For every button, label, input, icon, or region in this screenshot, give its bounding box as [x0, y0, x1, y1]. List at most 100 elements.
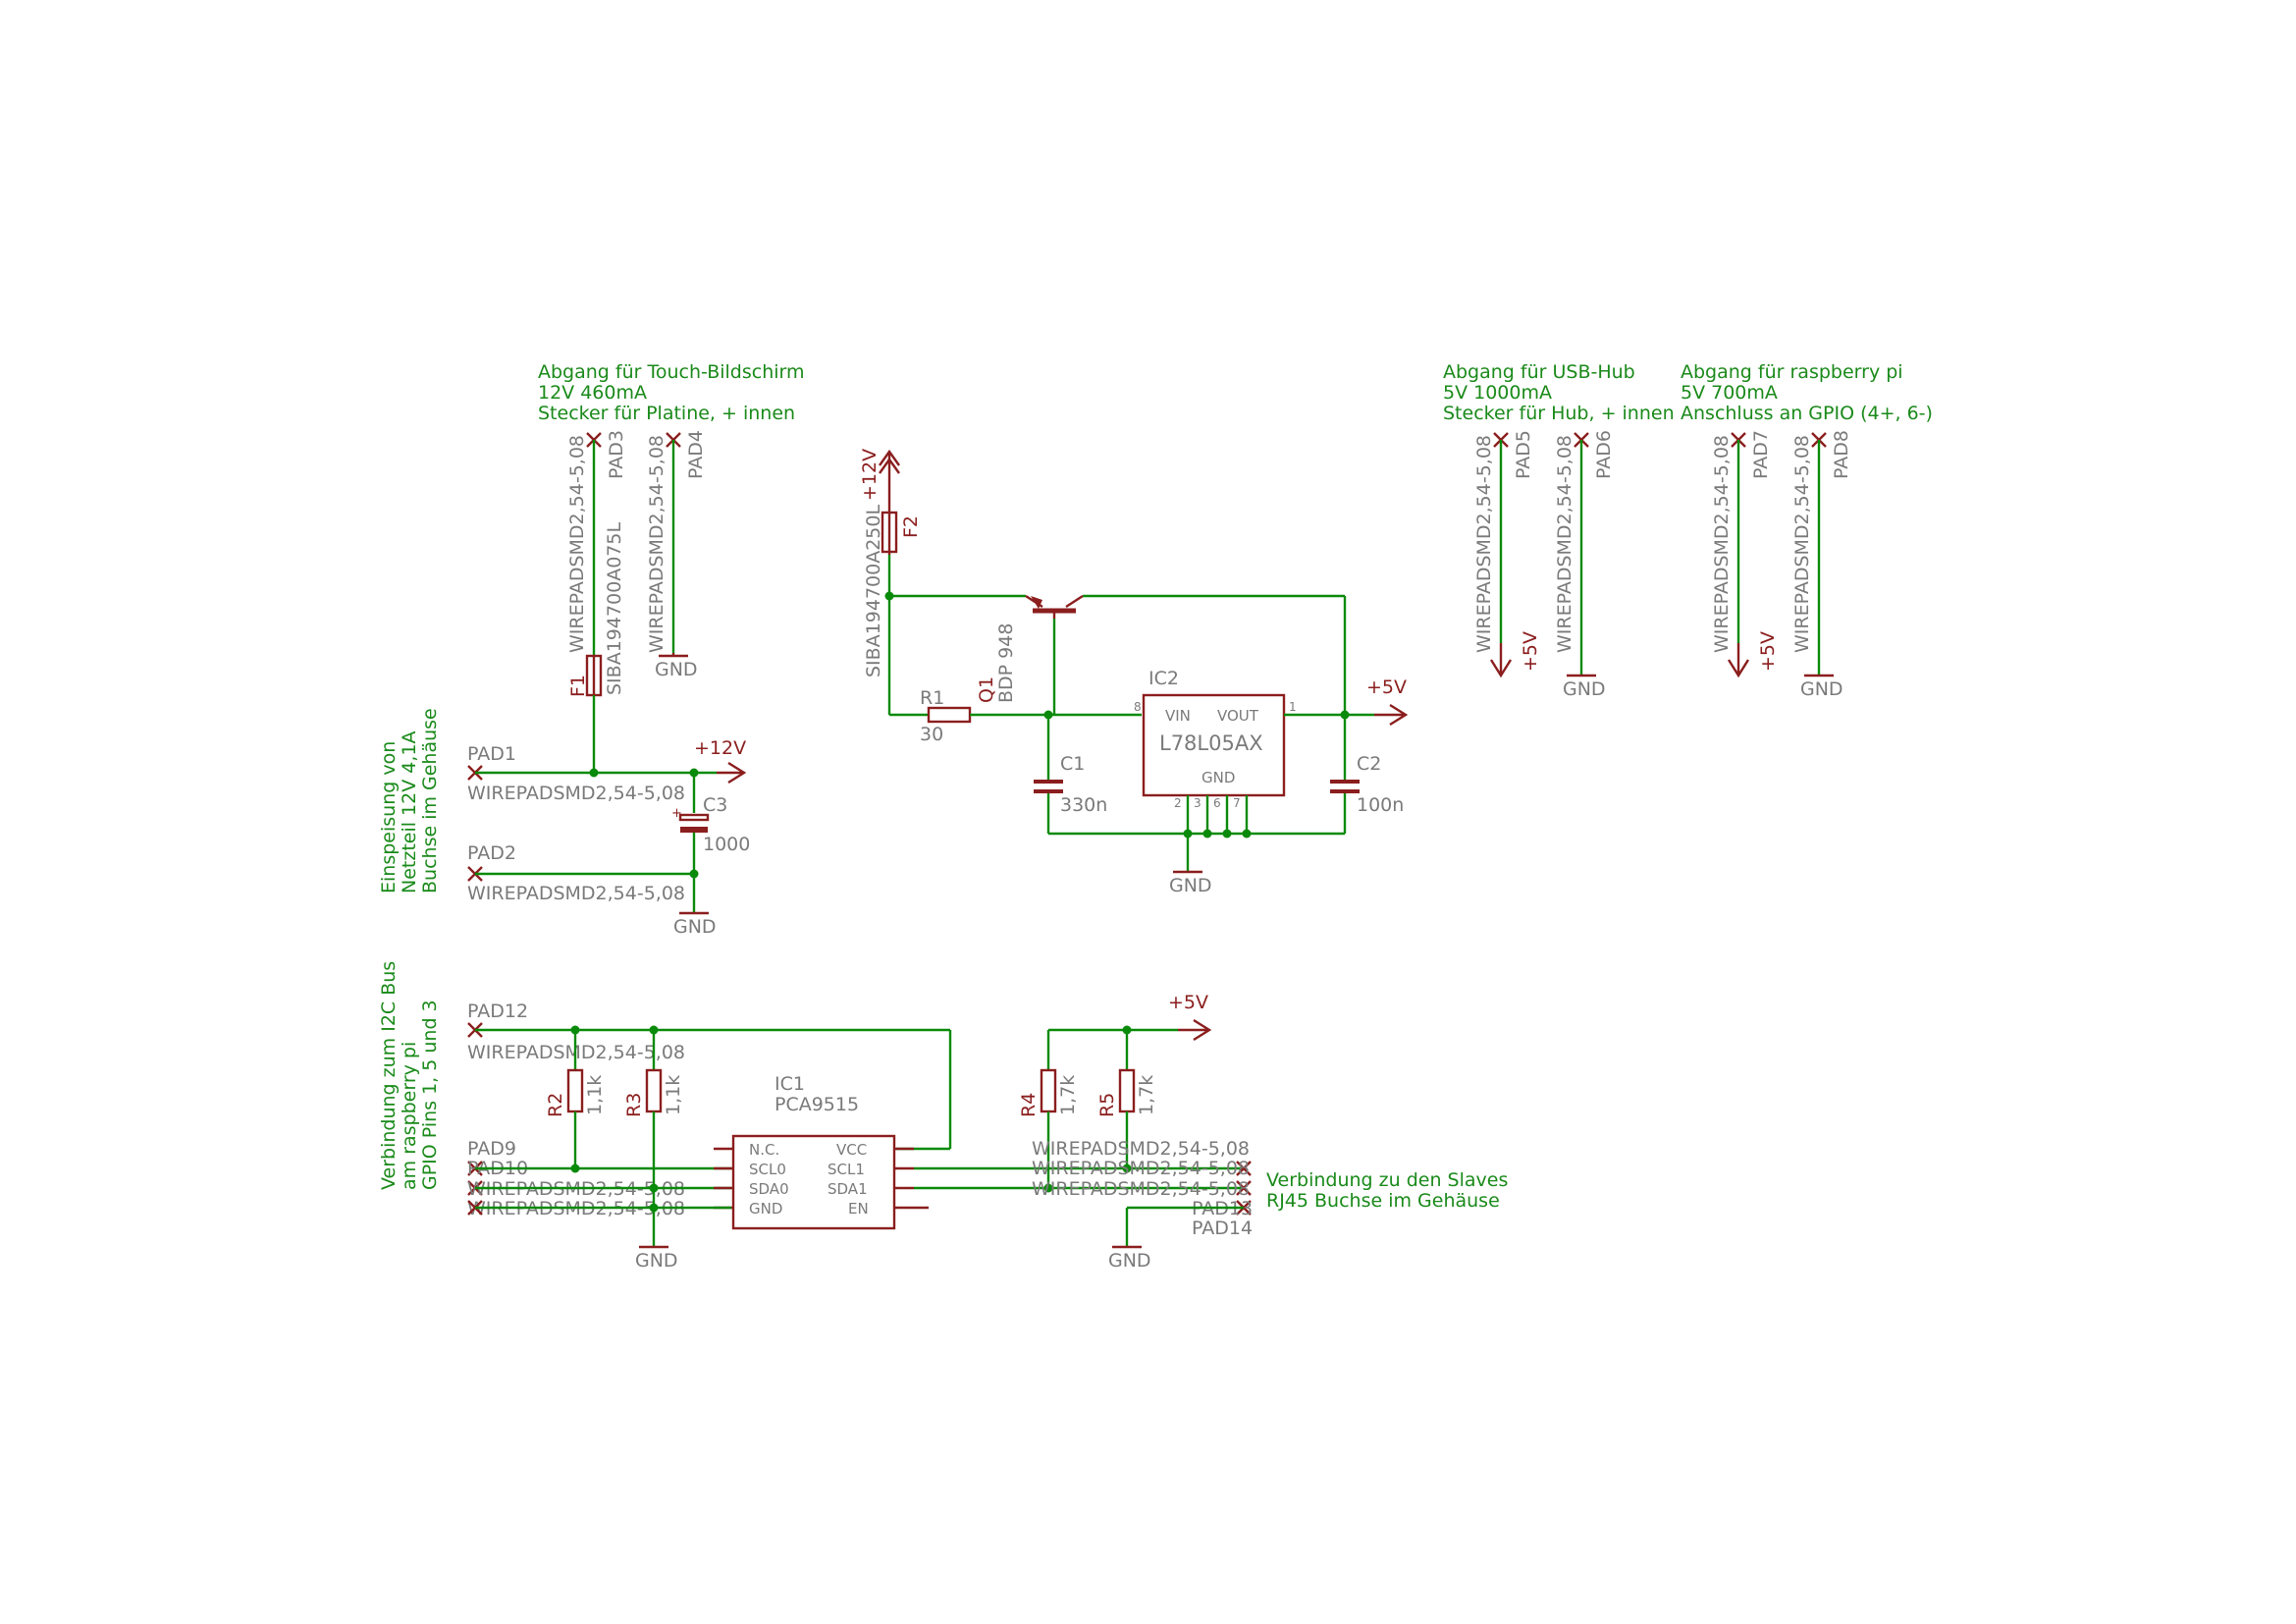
note-touch: Abgang für Touch-Bildschirm 12V 460mA St…: [538, 361, 805, 424]
note-pi-line1: Abgang für raspberry pi: [1681, 361, 1903, 383]
pad4[interactable]: PAD4 WIREPADSMD2,54-5,08: [646, 430, 707, 653]
r5-name: R5: [1096, 1093, 1118, 1117]
v12-label-top: +12V: [859, 449, 881, 501]
note-touch-line2: 12V 460mA: [538, 382, 647, 404]
v5-label-slaves: +5V: [1168, 992, 1208, 1013]
gnd-label-reg: GND: [1169, 875, 1212, 896]
svg-text:6: 6: [1213, 796, 1221, 810]
c2-name: C2: [1357, 753, 1381, 775]
note-supply-line3: Buchse im Gehäuse: [419, 708, 441, 893]
pad3[interactable]: PAD3 WIREPADSMD2,54-5,08: [566, 430, 627, 656]
resistor-r5[interactable]: R5 1,7k: [1096, 1030, 1157, 1168]
r2-name: R2: [545, 1093, 566, 1117]
svg-text:+: +: [671, 806, 682, 821]
r4-value: 1,7k: [1057, 1075, 1079, 1115]
q1-name: Q1: [976, 677, 997, 703]
ic2-pin-vin: VIN: [1165, 707, 1191, 725]
slave-pad-value-2: WIREPADSMD2,54-5,08: [1032, 1158, 1250, 1179]
pad7[interactable]: PAD7 WIREPADSMD2,54-5,08 +5V: [1711, 430, 1779, 678]
note-supply-line1: Einspeisung von: [378, 741, 400, 893]
slave-pad-value-3: WIREPADSMD2,54-5,08: [1032, 1178, 1250, 1200]
q1-value: BDP 948: [995, 623, 1017, 703]
v12-label-input: +12V: [694, 737, 746, 759]
c1-value: 330n: [1060, 794, 1107, 816]
resistor-r4[interactable]: R4 1,7k: [1018, 1030, 1079, 1188]
ic1-pin-scl1: SCL1: [828, 1161, 865, 1178]
f1-name: F1: [567, 675, 589, 697]
pad3-value: WIREPADSMD2,54-5,08: [566, 435, 588, 653]
note-slaves-line1: Verbindung zu den Slaves: [1266, 1169, 1508, 1191]
note-supply: Einspeisung von Netzteil 12V 4,1A Buchse…: [378, 708, 441, 893]
v5-label-pad5: +5V: [1520, 631, 1541, 672]
note-touch-line3: Stecker für Platine, + innen: [538, 403, 795, 424]
note-slaves: Verbindung zu den Slaves RJ45 Buchse im …: [1266, 1169, 1508, 1212]
pad2[interactable]: PAD2 WIREPADSMD2,54-5,08: [467, 842, 685, 904]
r2-value: 1,1k: [584, 1075, 606, 1115]
gnd-symbol-pad4: GND: [655, 653, 698, 680]
capacitor-c3[interactable]: + C3 1000: [671, 773, 750, 913]
svg-text:8: 8: [1134, 700, 1142, 714]
note-usb-line2: 5V 1000mA: [1443, 382, 1552, 404]
fuse-f1[interactable]: F1 SIBA194700A075L: [567, 522, 625, 773]
supply-5v-regulator: +5V: [1366, 677, 1409, 727]
pad12-label: PAD12: [467, 1001, 528, 1022]
capacitor-c1[interactable]: C1 330n: [1034, 715, 1107, 834]
note-slaves-line2: RJ45 Buchse im Gehäuse: [1266, 1190, 1500, 1212]
f2-value: SIBA194700A250L: [863, 505, 884, 677]
slave-pads[interactable]: WIREPADSMD2,54-5,08 WIREPADSMD2,54-5,08 …: [1032, 1138, 1253, 1239]
gnd-label: GND: [655, 659, 698, 680]
gnd-symbol-regulator: GND: [1169, 870, 1212, 896]
ic1-value: PCA9515: [774, 1094, 859, 1115]
regulator-ic2[interactable]: VIN VOUT GND L78L05AX IC2 8 1 2 3 6 7: [1134, 668, 1297, 834]
gnd-symbol-slaves: GND: [1108, 1245, 1151, 1272]
c1-name: C1: [1060, 753, 1085, 775]
note-i2c-line3: GPIO Pins 1, 5 und 3: [419, 1000, 441, 1190]
pad8-value: WIREPADSMD2,54-5,08: [1791, 435, 1813, 653]
c3-value: 1000: [703, 834, 750, 855]
pad1-value: WIREPADSMD2,54-5,08: [467, 783, 685, 804]
f2-name: F2: [900, 515, 922, 538]
r3-name: R3: [623, 1093, 645, 1117]
pad6-label: PAD6: [1593, 430, 1615, 479]
supply-5v-slaves: +5V: [1168, 992, 1212, 1042]
resistor-r3[interactable]: R3 1,1k: [623, 1030, 684, 1188]
pad7-label: PAD7: [1750, 430, 1772, 479]
pad8[interactable]: PAD8 WIREPADSMD2,54-5,08 GND: [1791, 430, 1852, 700]
pad3-label: PAD3: [606, 430, 627, 479]
ic2-name: IC2: [1148, 668, 1179, 689]
note-supply-line2: Netzteil 12V 4,1A: [399, 731, 420, 894]
note-pi-line2: 5V 700mA: [1681, 382, 1778, 404]
pad6[interactable]: PAD6 WIREPADSMD2,54-5,08 GND: [1554, 430, 1615, 700]
resistor-r1[interactable]: R1 30: [889, 687, 1142, 745]
pad1-label: PAD1: [467, 743, 516, 765]
note-i2c-line1: Verbindung zum I2C Bus: [378, 961, 400, 1190]
ic1-pin-sda1: SDA1: [828, 1180, 868, 1198]
r5-value: 1,7k: [1136, 1075, 1157, 1115]
gnd-label-ic1: GND: [635, 1250, 678, 1272]
fuse-f2[interactable]: F2 SIBA194700A250L: [863, 505, 922, 715]
ic2-pin-gnd: GND: [1201, 769, 1235, 786]
i2c-buffer-ic1[interactable]: IC1 PCA9515 N.C. SCL0 SDA0 GND VCC SCL1 …: [714, 1073, 929, 1230]
v5-label-reg: +5V: [1366, 677, 1407, 698]
gnd-label-pad6: GND: [1563, 678, 1606, 700]
pad5-value: WIREPADSMD2,54-5,08: [1473, 435, 1495, 653]
capacitor-c2[interactable]: C2 100n: [1330, 753, 1404, 834]
v5-label-pad7: +5V: [1757, 631, 1779, 672]
note-touch-line1: Abgang für Touch-Bildschirm: [538, 361, 805, 383]
transistor-q1[interactable]: Q1 BDP 948: [889, 594, 1345, 715]
gnd-symbol-c3: GND: [673, 911, 717, 938]
ic2-pin-vout: VOUT: [1217, 707, 1259, 725]
gnd-label-slaves: GND: [1108, 1250, 1151, 1272]
ic1-name: IC1: [774, 1073, 805, 1095]
r1-value: 30: [920, 724, 943, 745]
r1-name: R1: [920, 687, 944, 709]
pad5[interactable]: PAD5 WIREPADSMD2,54-5,08 +5V: [1473, 430, 1541, 678]
resistor-r2[interactable]: R2 1,1k: [545, 1030, 606, 1168]
supply-12v-top: +12V: [859, 449, 900, 511]
ic1-pin-vcc: VCC: [836, 1141, 867, 1159]
pad4-label: PAD4: [685, 430, 707, 479]
gnd-symbol-ic1: GND: [635, 1245, 678, 1272]
svg-text:1: 1: [1289, 700, 1297, 714]
f1-value: SIBA194700A075L: [604, 522, 625, 695]
